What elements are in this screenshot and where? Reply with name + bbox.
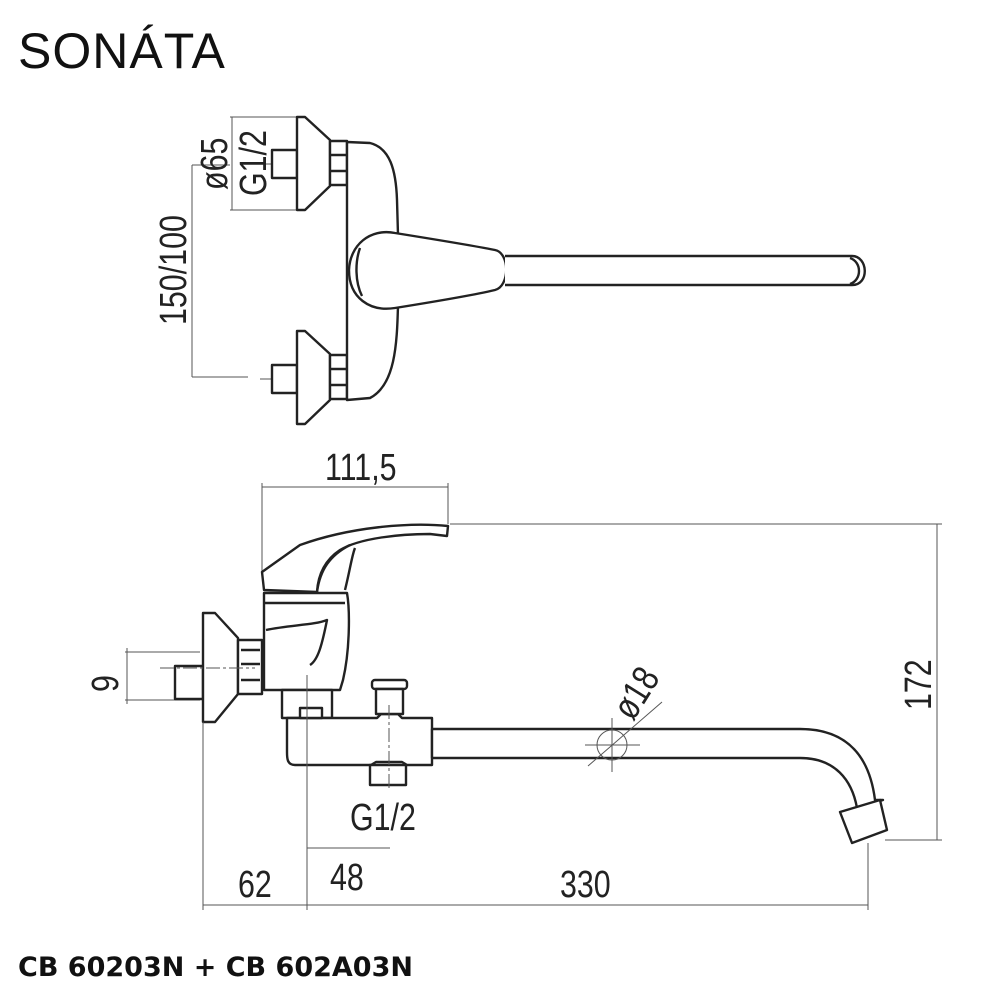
- dim-offset: 9: [85, 675, 127, 692]
- dim-wall-to-body: 62: [238, 864, 272, 906]
- dim-body-to-outlet: 48: [330, 857, 364, 899]
- dim-lever-length: 111,5: [325, 447, 397, 489]
- product-title: SONÁTA: [18, 23, 226, 79]
- dim-spout-diameter: ø18: [605, 660, 668, 727]
- dim-outlet-thread: G1/2: [350, 797, 416, 839]
- dim-spacing: 150/100: [153, 215, 195, 325]
- dim-height: 172: [898, 659, 940, 710]
- dim-thread: G1/2: [233, 130, 275, 196]
- product-codes: CB 60203N + CB 602A03N: [18, 952, 413, 983]
- side-view: 111,5 172 9: [85, 447, 942, 910]
- dim-spout-reach: 330: [560, 864, 611, 906]
- top-view: ø65 G1/2 150/100: [153, 115, 866, 426]
- dim-flange-diameter: ø65: [194, 138, 236, 190]
